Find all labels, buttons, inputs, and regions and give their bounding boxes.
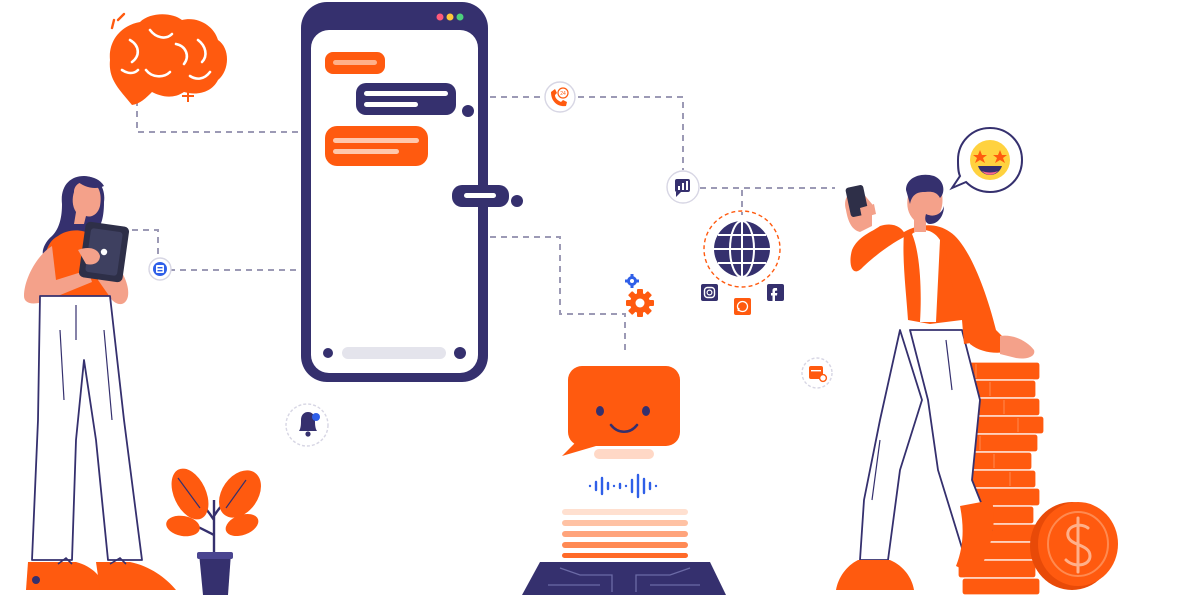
voice-wave-icon [588, 473, 658, 499]
hologram-base [522, 509, 726, 595]
man-with-phone [836, 174, 1035, 590]
chat-bubble-typing [452, 185, 523, 207]
facebook-icon [767, 284, 784, 301]
brain-icon [109, 12, 227, 105]
stats-chat-icon [666, 170, 700, 204]
smartphone [301, 2, 523, 382]
instagram-icon [701, 284, 718, 301]
phone-24h-icon: 24 [544, 81, 576, 113]
phone-home-bar [342, 347, 446, 359]
dollar-coin-icon [1030, 502, 1118, 590]
connector-phone-stats [490, 96, 684, 170]
woman-with-tablet [24, 176, 176, 590]
chatbot-face-icon [562, 366, 680, 459]
bell-icon [285, 403, 329, 447]
globe-icon [703, 210, 781, 288]
contact-card-icon [148, 257, 172, 281]
gear-icon [625, 274, 654, 317]
chat-bubble-3 [325, 126, 428, 166]
svg-text:24: 24 [560, 91, 566, 97]
connector-brain-phone [136, 100, 298, 133]
whatsapp-icon [734, 298, 751, 315]
chat-bubble-2 [356, 83, 474, 117]
plant-icon [166, 468, 261, 595]
connector-lines [132, 96, 835, 355]
connector-phone-bot [490, 236, 626, 355]
star-eyes-emoji-icon [949, 126, 1024, 194]
calendar-settings-icon [801, 357, 833, 389]
chat-bubble-1 [325, 52, 385, 74]
connector-woman-phone [132, 229, 298, 271]
